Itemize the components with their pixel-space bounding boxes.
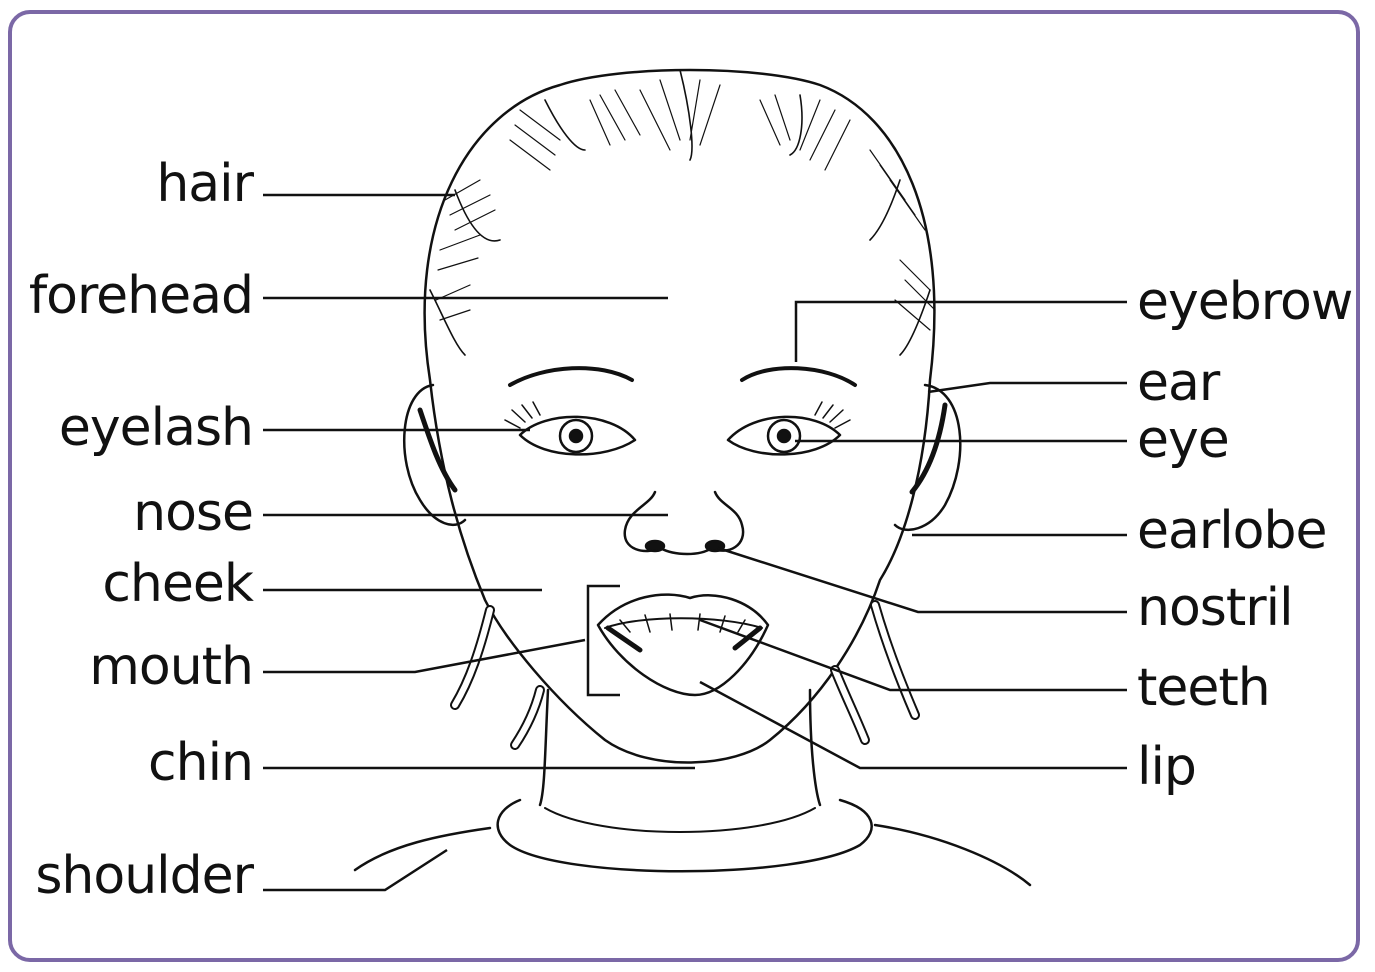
leader-lip <box>700 682 1127 768</box>
label-eyebrow: eyebrow <box>1137 276 1352 328</box>
nose-outline <box>625 492 743 554</box>
leader-eyebrow <box>796 302 1127 362</box>
leader-lines <box>263 195 1127 890</box>
leader-mouth <box>263 640 585 672</box>
left-shoulder <box>355 828 490 870</box>
label-earlobe: earlobe <box>1137 505 1327 557</box>
label-ear: ear <box>1137 357 1219 409</box>
label-teeth: teeth <box>1137 662 1270 714</box>
label-shoulder: shoulder <box>13 850 253 902</box>
collar <box>498 800 872 871</box>
right-shoulder <box>875 825 1030 885</box>
hair-strands <box>436 80 935 330</box>
left-eyebrow <box>510 368 632 385</box>
label-mouth: mouth <box>13 641 253 693</box>
label-forehead: forehead <box>13 270 253 322</box>
label-nostril: nostril <box>1137 582 1293 634</box>
head-outline <box>425 70 935 763</box>
label-chin: chin <box>13 737 253 789</box>
mouth-bracket <box>588 586 620 695</box>
label-eyelash: eyelash <box>13 402 253 454</box>
label-hair: hair <box>13 158 253 210</box>
label-cheek: cheek <box>13 558 253 610</box>
label-eye: eye <box>1137 414 1229 466</box>
right-eyebrow <box>742 368 855 385</box>
label-nose: nose <box>13 487 253 539</box>
leader-ear <box>928 383 1127 392</box>
label-lip: lip <box>1137 741 1196 793</box>
leader-nostril <box>718 548 1127 612</box>
neck <box>540 690 548 805</box>
